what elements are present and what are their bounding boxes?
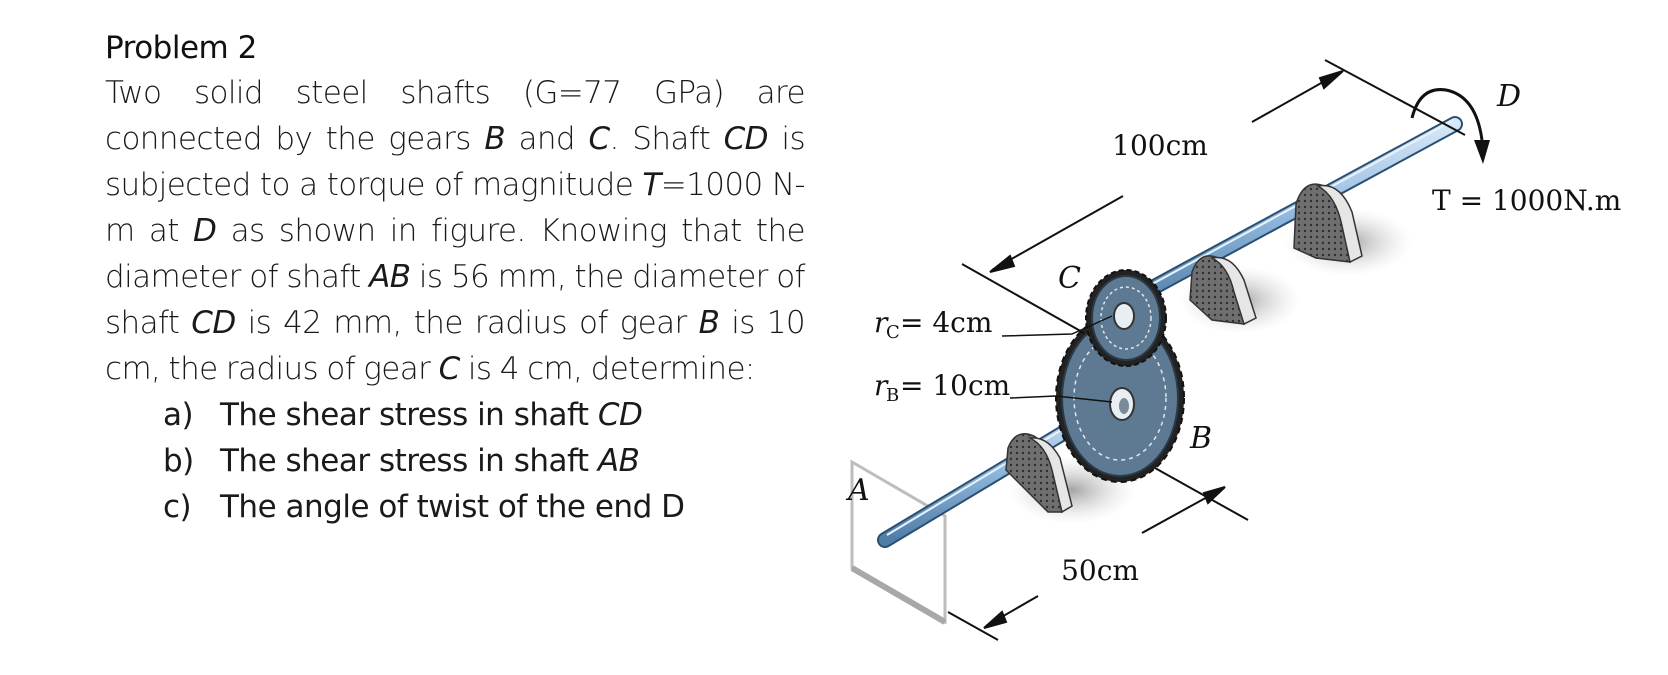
- item-label: a): [163, 397, 194, 433]
- dimension-100cm-label: 100cm: [1112, 129, 1208, 162]
- shaft-ab: [877, 394, 1123, 548]
- radius-b-value: = 10cm: [900, 369, 1010, 402]
- point-a-label: A: [845, 473, 870, 508]
- item-label: c): [163, 489, 192, 525]
- question-item-c: c) The angle of twist of the end D: [105, 484, 805, 530]
- torque-arrow: [1410, 88, 1490, 164]
- bearing-support: [1189, 255, 1257, 326]
- shaft-cd-label: CD: [723, 121, 769, 157]
- radius-b-subscript: B: [886, 385, 899, 406]
- stmt-part: . Shaft: [609, 121, 724, 157]
- gear-c-label: C: [1058, 261, 1081, 296]
- stmt-part: is 4 cm, determine:: [459, 351, 756, 387]
- torque-label: T = 1000N.m: [1432, 184, 1621, 217]
- fixed-support-a: [850, 459, 947, 625]
- bearing-shadow: [1180, 266, 1300, 334]
- stmt-part: and: [505, 121, 589, 157]
- gear-c: [1085, 269, 1167, 367]
- radius-b-symbol: r: [874, 369, 889, 402]
- item-em: CD: [597, 397, 643, 433]
- dimension-100cm: [961, 59, 1466, 334]
- item-em: AB: [597, 443, 640, 479]
- gear-c-label-2: C: [438, 351, 461, 387]
- shaft-ab-label: AB: [369, 259, 411, 295]
- torque-symbol: T: [642, 167, 661, 203]
- item-text: The shear stress in shaft: [220, 443, 598, 479]
- radius-c-symbol: r: [874, 306, 889, 339]
- gear-b: [1055, 313, 1185, 483]
- point-d-label: D: [1496, 79, 1521, 114]
- bearing-shadow: [1284, 208, 1412, 276]
- stmt-part: Two solid steel shafts (G=77 GPa) are co…: [105, 75, 806, 157]
- shaft-cd: [1100, 116, 1463, 320]
- stmt-part: is 10 cm, the radius of gear: [105, 305, 806, 387]
- radius-b-label: r B = 10cm: [874, 369, 1113, 406]
- bearing-support: [1293, 183, 1363, 264]
- question-item-a: a) The shear stress in shaft CD: [105, 392, 805, 438]
- item-text: The shear stress in shaft: [220, 397, 598, 433]
- problem-title: Problem 2: [105, 30, 257, 66]
- shaft-cd-label-2: CD: [191, 305, 236, 341]
- gear-b-label: B: [484, 121, 505, 157]
- stmt-part: is subjected to a torque of magnitude: [105, 121, 806, 203]
- radius-c-value: = 4cm: [900, 306, 992, 339]
- bearing-support: [1005, 433, 1073, 514]
- item-label: b): [163, 443, 194, 479]
- radius-c-subscript: C: [886, 322, 900, 343]
- gear-b-label-2: B: [698, 305, 720, 341]
- problem-statement: Two solid steel shafts (G=77 GPa) are co…: [105, 70, 806, 392]
- problem-text: Problem 2 Two solid steel shafts (G=77 G…: [105, 26, 806, 530]
- point-d-label: D: [193, 213, 217, 249]
- stmt-part: as shown in figure. Knowing that the dia…: [105, 213, 806, 295]
- dimension-50cm-label: 50cm: [1061, 554, 1139, 587]
- gear-c-label: C: [588, 121, 611, 157]
- dimension-50cm: [947, 467, 1249, 641]
- question-item-b: b) The shear stress in shaft AB: [105, 438, 805, 484]
- bearing-shadow: [1008, 456, 1136, 524]
- radius-c-label: r C = 4cm: [874, 306, 1113, 343]
- stmt-part: is 56 mm, the diameter of shaft: [105, 259, 806, 341]
- stmt-part: is 42 mm, the radius of gear: [235, 305, 699, 341]
- stmt-part: =1000 N-m at: [105, 167, 806, 249]
- question-list: a) The shear stress in shaft CD b) The she…: [105, 392, 805, 530]
- gear-b-label: B: [1189, 421, 1212, 456]
- item-text: The angle of twist of the end D: [220, 489, 685, 525]
